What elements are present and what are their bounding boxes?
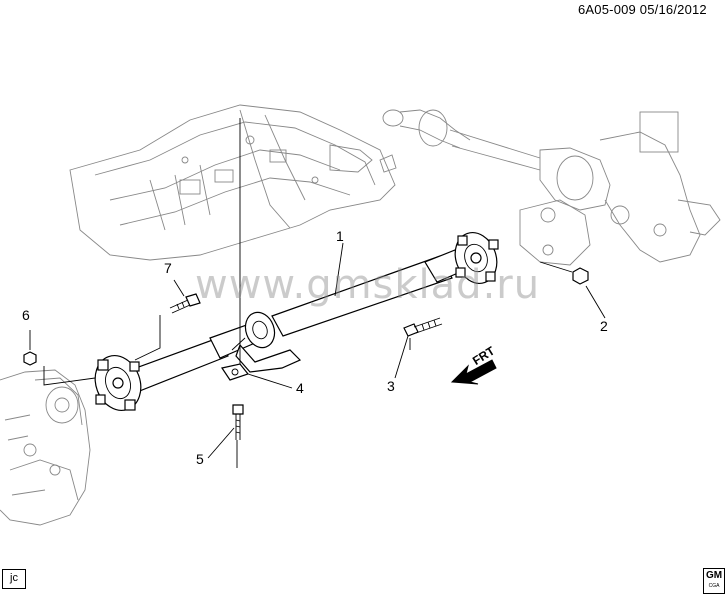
fastener-bolt-5 xyxy=(232,404,244,440)
callout-3: 3 xyxy=(387,378,395,394)
gm-logo-brand: GM xyxy=(705,570,723,581)
callout-4: 4 xyxy=(296,380,304,396)
rear-flex-coupling xyxy=(454,232,499,284)
watermark-text: www.gmsklad.ru xyxy=(195,262,541,308)
callout-2: 2 xyxy=(600,318,608,334)
gm-logo-sub: CGA xyxy=(708,583,720,589)
leader-lines xyxy=(29,118,606,468)
fastener-nut-6 xyxy=(23,351,37,366)
document-code: 6A05-009 05/16/2012 xyxy=(578,2,707,17)
propeller-shaft xyxy=(94,232,499,411)
fastener-bolt-7 xyxy=(169,293,201,314)
transmission-drawing xyxy=(0,369,91,526)
fastener-bolt-3 xyxy=(403,317,443,337)
callout-7: 7 xyxy=(164,260,172,276)
callout-1: 1 xyxy=(336,228,344,244)
front-direction-arrow-icon xyxy=(450,359,497,385)
rear-differential-drawing xyxy=(382,109,721,266)
corner-tag: jc xyxy=(2,569,26,589)
fastener-nut-2 xyxy=(572,267,589,285)
callout-6: 6 xyxy=(22,307,30,323)
fastener-bracket-4 xyxy=(221,363,250,381)
center-support-bearing xyxy=(231,311,302,373)
front-flex-coupling xyxy=(94,355,142,411)
gm-logo: GM CGA xyxy=(703,568,725,594)
callout-5: 5 xyxy=(196,451,204,467)
vehicle-frame-drawing xyxy=(69,104,397,261)
